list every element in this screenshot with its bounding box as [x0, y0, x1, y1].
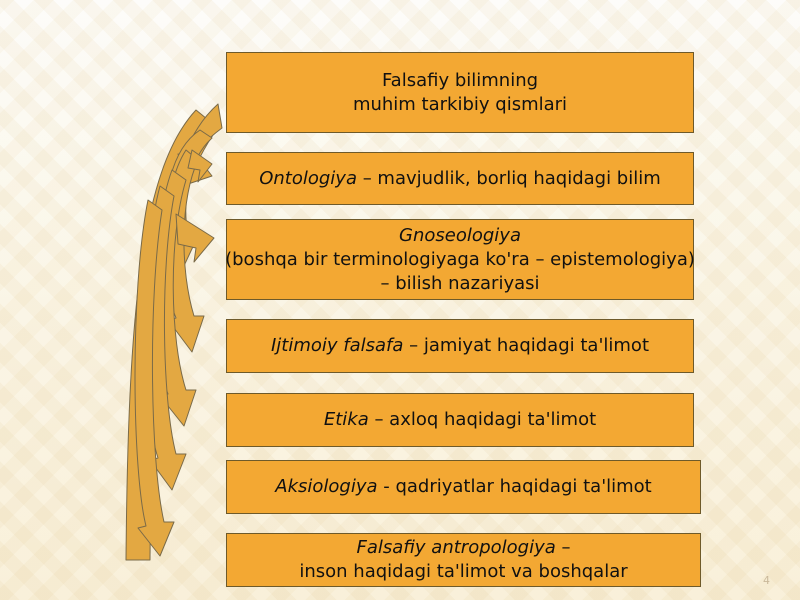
title-line-1: Falsafiy bilimning — [381, 69, 539, 91]
item-term: Aksiologiya — [275, 476, 378, 497]
item-term: Gnoseologiya — [399, 224, 521, 246]
item-description: – mavjudlik, borliq haqidagi bilim — [356, 167, 661, 189]
item-description-line-2: (boshqa bir terminologiyaga ko'ra – epis… — [225, 248, 695, 270]
arrow-head-ontologiya — [187, 149, 213, 183]
item-term: Ijtimoiy falsafa — [270, 335, 404, 356]
item-box-ijtimoiy-falsafa: Ijtimoiy falsafa – jamiyat haqidagi ta'l… — [226, 319, 694, 373]
title-line-2: muhim tarkibiy qismlari — [352, 93, 568, 115]
item-description: - qadriyatlar haqidagi ta'limot — [377, 476, 652, 497]
item-term: Etika — [323, 409, 369, 430]
item-box-falsafiy-antropologiya: Falsafiy antropologiya – inson haqidagi … — [226, 533, 701, 587]
arrow-head-gnoseologiya — [175, 213, 215, 263]
item-description: – — [555, 537, 571, 558]
item-box-gnoseologiya: Gnoseologiya (boshqa bir terminologiyaga… — [225, 219, 695, 300]
item-box-aksiologiya: Aksiologiya - qadriyatlar haqidagi ta'li… — [226, 460, 701, 514]
page-number: 4 — [763, 574, 770, 587]
item-box-ontologiya: Ontologiya – mavjudlik, borliq haqidagi … — [226, 152, 694, 205]
item-description: – jamiyat haqidagi ta'limot — [403, 335, 650, 356]
item-term: Ontologiya — [259, 167, 357, 189]
item-description: – axloq haqidagi ta'limot — [368, 409, 597, 430]
item-box-etika: Etika – axloq haqidagi ta'limot — [226, 393, 694, 447]
curved-arrow-6 — [134, 199, 175, 557]
title-box: Falsafiy bilimning muhim tarkibiy qismla… — [226, 52, 694, 133]
item-description-line-3: – bilish nazariyasi — [380, 272, 540, 294]
item-term: Falsafiy antropologiya — [356, 537, 556, 558]
item-description-line-2: inson haqidagi ta'limot va boshqalar — [299, 561, 628, 582]
